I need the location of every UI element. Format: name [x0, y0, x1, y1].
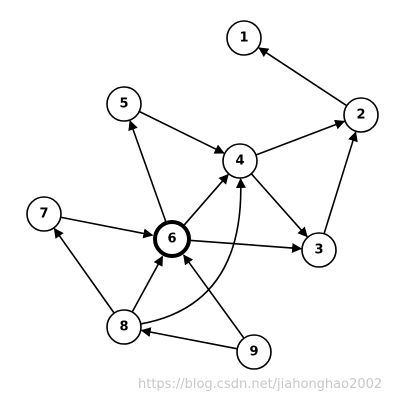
- node-circle-4: [222, 143, 258, 179]
- edge-6-to-4: [182, 173, 229, 227]
- node-label-3: 3: [314, 243, 323, 258]
- edge-2-to-1: [258, 47, 348, 107]
- node-label-5: 5: [119, 97, 128, 112]
- node-9: 9: [236, 334, 272, 370]
- edge-8-to-6: [131, 255, 164, 313]
- node-6: 6: [153, 220, 191, 258]
- node-circle-8: [106, 309, 142, 345]
- node-label-9: 9: [249, 345, 258, 360]
- edge-4-to-3: [250, 173, 308, 238]
- nodes-layer: 1 2 3 4 5 6 7 8 9: [26, 20, 379, 370]
- node-label-1: 1: [239, 31, 248, 46]
- node-circle-7: [26, 196, 62, 232]
- node-label-2: 2: [356, 108, 365, 123]
- edge-8-to-4: [140, 177, 246, 325]
- edge-3-to-2: [323, 131, 358, 235]
- edge-9-to-6: [183, 254, 245, 339]
- node-circle-5: [106, 86, 142, 122]
- node-label-8: 8: [119, 320, 128, 335]
- edge-6-to-3: [188, 239, 303, 253]
- edge-9-to-8: [140, 327, 238, 350]
- node-1: 1: [226, 20, 262, 56]
- edge-7-to-6: [60, 216, 154, 239]
- node-label-6: 6: [167, 232, 176, 247]
- node-7: 7: [26, 196, 62, 232]
- node-circle-6: [153, 220, 191, 258]
- edge-4-to-2: [255, 119, 346, 156]
- edge-6-to-5: [128, 120, 168, 224]
- watermark-text: https://blog.csdn.net/jiahonghao2002: [138, 377, 383, 392]
- node-5: 5: [106, 86, 142, 122]
- node-circle-3: [301, 232, 337, 268]
- edge-8-to-7: [53, 227, 115, 314]
- node-3: 3: [301, 232, 337, 268]
- node-circle-9: [236, 334, 272, 370]
- node-2: 2: [343, 97, 379, 133]
- node-label-7: 7: [39, 207, 48, 222]
- edge-5-to-4: [138, 110, 225, 154]
- node-circle-1: [226, 20, 262, 56]
- node-circle-2: [343, 97, 379, 133]
- edges-layer: [53, 47, 358, 350]
- node-label-4: 4: [235, 154, 244, 169]
- node-8: 8: [106, 309, 142, 345]
- node-4: 4: [222, 143, 258, 179]
